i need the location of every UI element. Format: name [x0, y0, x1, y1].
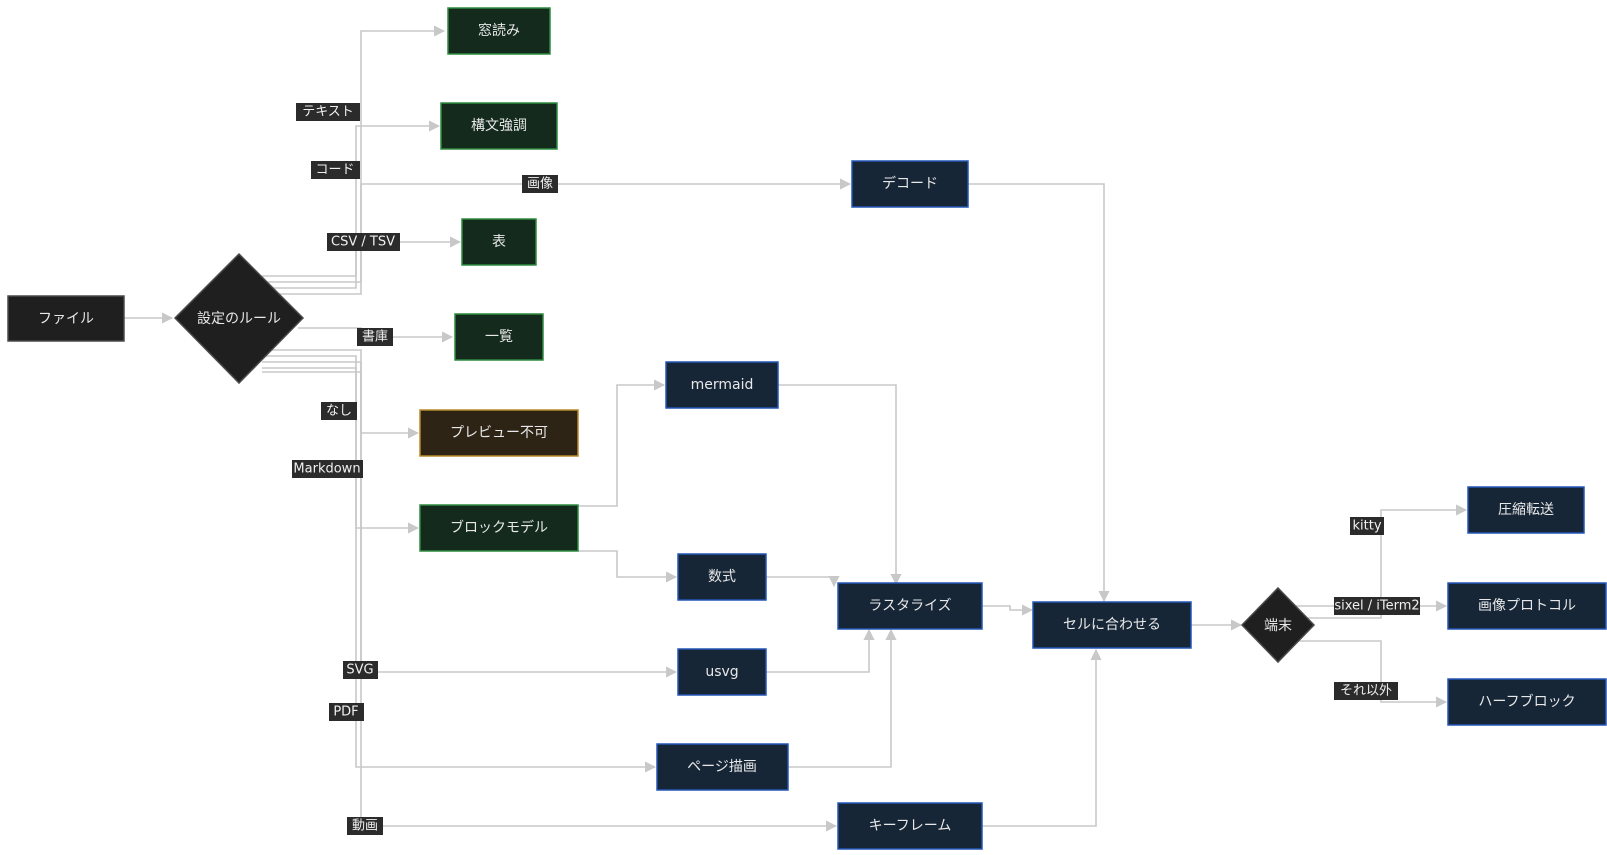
node-page-render: ページ描画 — [656, 743, 789, 791]
edge-label-csv-value: CSV / TSV — [331, 235, 395, 250]
node-image-protocol: 画像プロトコル — [1447, 582, 1607, 630]
edge-label-none: なし — [321, 402, 357, 420]
edge-label-code: コード — [311, 161, 360, 179]
node-decode: デコード — [851, 160, 969, 208]
node-usvg: usvg — [677, 648, 767, 696]
edge-label-pdf-value: PDF — [333, 705, 358, 720]
node-file: ファイル — [7, 295, 125, 342]
node-fit-cell: セルに合わせる — [1032, 601, 1192, 649]
edge-label-video-value: 動画 — [352, 819, 378, 834]
node-block-model: ブロックモデル — [419, 504, 579, 552]
edge-block-model-to-math — [578, 550, 678, 583]
edge-label-other-value: それ以外 — [1340, 684, 1392, 699]
edge-decode-to-fit-cell — [968, 183, 1110, 603]
nodes: ファイル 設定のルール 窓読み 構文強調 表 一覧 ブロックモデル — [7, 7, 1607, 850]
node-window-read: 窓読み — [447, 7, 551, 55]
edge-label-text-value: テキスト — [302, 105, 354, 120]
node-table-label: 表 — [492, 234, 506, 250]
node-fit-cell-label: セルに合わせる — [1063, 617, 1161, 633]
edge-label-archive-value: 書庫 — [362, 330, 388, 345]
edge-label-csv: CSV / TSV — [327, 233, 400, 251]
node-mermaid: mermaid — [665, 361, 779, 409]
edge-rule-to-table — [262, 236, 462, 277]
node-keyframe-label: キーフレーム — [869, 818, 952, 834]
edge-labels: テキスト コード 画像 CSV / TSV 書庫 なし Markdown SV — [292, 103, 1420, 835]
node-no-preview-label: プレビュー不可 — [450, 425, 548, 441]
node-half-block-label: ハーフブロック — [1478, 693, 1575, 710]
edge-terminal-to-half-block — [1296, 640, 1448, 708]
edge-rule-to-syntax — [262, 120, 441, 289]
edge-label-image: 画像 — [522, 175, 558, 193]
edge-math-to-rasterize — [766, 575, 840, 588]
node-keyframe: キーフレーム — [837, 802, 983, 850]
edge-label-archive: 書庫 — [357, 328, 393, 346]
node-decode-label: デコード — [882, 175, 938, 192]
node-syntax-label: 構文強調 — [471, 118, 527, 134]
edge-label-other: それ以外 — [1334, 682, 1398, 700]
edge-label-image-value: 画像 — [527, 177, 553, 192]
edge-label-code-value: コード — [315, 163, 354, 178]
edge-rule-to-window-read — [262, 25, 446, 295]
node-terminal-label: 端末 — [1264, 618, 1292, 634]
node-usvg-label: usvg — [705, 664, 738, 680]
edge-label-video: 動画 — [347, 817, 383, 835]
node-page-render-label: ページ描画 — [687, 759, 757, 775]
edge-rule-to-block-model — [262, 355, 420, 534]
node-table: 表 — [461, 218, 537, 266]
edges — [124, 25, 1468, 832]
node-half-block: ハーフブロック — [1447, 678, 1607, 726]
node-rule-decision: 設定のルール — [173, 252, 305, 385]
edge-label-markdown: Markdown — [292, 460, 363, 478]
node-list: 一覧 — [454, 313, 544, 361]
edge-page-render-to-rasterize — [788, 628, 897, 768]
node-syntax-highlight: 構文強調 — [440, 102, 558, 150]
node-window-read-label: 窓読み — [478, 22, 520, 39]
edge-usvg-to-rasterize — [766, 628, 875, 673]
edge-label-markdown-value: Markdown — [293, 462, 360, 477]
edge-label-sixel: sixel / iTerm2 — [1334, 597, 1420, 615]
edge-label-kitty: kitty — [1350, 517, 1384, 535]
node-compress-transfer: 圧縮転送 — [1467, 486, 1585, 534]
edge-rasterize-to-fit-cell — [982, 604, 1034, 616]
node-mermaid-label: mermaid — [691, 377, 754, 393]
edge-label-kitty-value: kitty — [1352, 519, 1381, 534]
edge-rule-to-keyframe — [262, 371, 838, 832]
node-rule-label: 設定のルール — [197, 311, 281, 327]
node-math-label: 数式 — [708, 569, 736, 585]
edge-terminal-to-compress — [1296, 504, 1468, 619]
edge-label-pdf: PDF — [329, 703, 364, 721]
edge-label-svg-value: SVG — [346, 663, 373, 678]
edge-label-svg: SVG — [343, 661, 378, 679]
node-image-protocol-label: 画像プロトコル — [1478, 598, 1576, 614]
node-block-model-label: ブロックモデル — [450, 519, 548, 536]
node-list-label: 一覧 — [485, 328, 513, 345]
edge-label-sixel-value: sixel / iTerm2 — [1334, 599, 1419, 614]
node-rasterize: ラスタライズ — [837, 582, 983, 630]
node-compress-label: 圧縮転送 — [1498, 502, 1554, 518]
edge-rule-to-page-render — [262, 367, 657, 773]
node-terminal-decision: 端末 — [1240, 586, 1316, 664]
node-rasterize-label: ラスタライズ — [868, 598, 951, 614]
node-math: 数式 — [677, 553, 767, 601]
edge-keyframe-to-fit-cell — [982, 648, 1102, 827]
edge-block-model-to-mermaid — [578, 379, 666, 507]
node-no-preview: プレビュー不可 — [419, 409, 579, 457]
edge-mermaid-to-rasterize — [778, 384, 902, 586]
edge-label-text: テキスト — [296, 103, 360, 121]
node-file-label: ファイル — [38, 311, 94, 327]
edge-label-none-value: なし — [326, 404, 352, 419]
